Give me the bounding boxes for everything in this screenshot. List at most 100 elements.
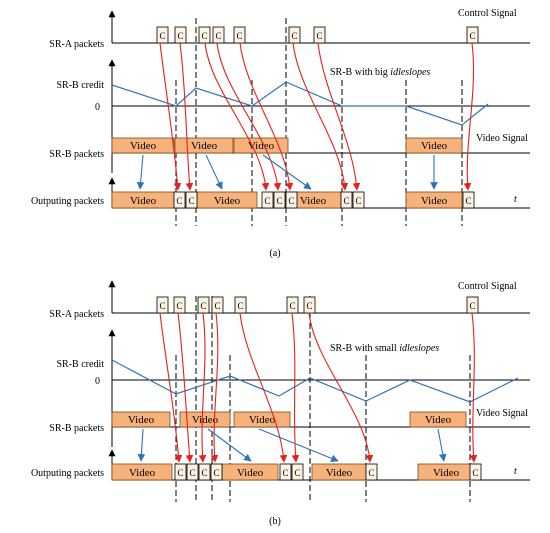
output-control-packet	[365, 463, 378, 481]
packet-c-label: C	[294, 468, 300, 478]
packet-c-label: C	[201, 468, 207, 478]
red-forward-arrow	[469, 312, 478, 463]
t-label: t	[514, 194, 517, 205]
packet-c-label: C	[159, 31, 165, 41]
output-control-packet	[462, 191, 475, 209]
sr-a-packets-label: SR-A packets	[49, 309, 104, 320]
video-label: Video	[191, 140, 218, 152]
panel-caption: (b)	[269, 516, 281, 527]
red-forward-arrow	[239, 312, 288, 463]
red-forward-arrow	[210, 312, 219, 463]
video-label: Video	[421, 195, 448, 207]
packet-c-label: C	[291, 31, 297, 41]
output-control-packet	[279, 463, 292, 481]
video-label: Video	[421, 140, 448, 152]
video-label: Video	[237, 467, 264, 479]
sr-a-control-packet	[156, 296, 169, 314]
annotation-term: idleslopes	[390, 67, 430, 78]
zero-label: 0	[95, 376, 100, 387]
output-control-packet	[469, 463, 482, 481]
output-control-packet	[186, 463, 199, 481]
packet-c-label: C	[177, 468, 183, 478]
red-forward-arrow	[204, 42, 270, 191]
packet-c-label: C	[343, 196, 349, 206]
control-signal-label: Control Signal	[458, 8, 517, 19]
sr-b-video-packet	[174, 137, 234, 154]
video-label: Video	[300, 195, 327, 207]
control-signal-label: Control Signal	[458, 281, 517, 292]
red-forward-arrow	[179, 42, 194, 191]
output-control-packet	[340, 191, 353, 209]
sr-b-video-packet	[409, 411, 467, 428]
packet-c-label: C	[368, 468, 374, 478]
sr-a-control-packet	[313, 26, 326, 44]
sr-a-control-packet	[156, 26, 169, 44]
packet-c-label: C	[176, 196, 182, 206]
packet-c-label: C	[289, 301, 295, 311]
packet-c-label: C	[264, 196, 270, 206]
red-forward-arrow	[291, 312, 300, 463]
packet-c-label: C	[306, 301, 312, 311]
sr-a-control-packet	[211, 296, 224, 314]
packet-c-label: C	[214, 301, 220, 311]
packet-c-label: C	[237, 301, 243, 311]
blue-forward-arrow	[205, 154, 223, 190]
sr-b-packets-label: SR-B packets	[49, 423, 104, 434]
outputing-packets-label: Outputing packets	[31, 468, 104, 479]
video-signal-label: Video Signal	[476, 408, 528, 419]
packet-c-label: C	[236, 31, 242, 41]
video-label: Video	[326, 467, 353, 479]
output-video-packet	[405, 191, 463, 209]
output-control-packet	[173, 191, 186, 209]
sr-a-control-packet	[173, 296, 186, 314]
output-control-packet	[352, 191, 365, 209]
packet-c-label: C	[177, 31, 183, 41]
sr-a-control-packet	[198, 26, 211, 44]
packet-c-label: C	[276, 196, 282, 206]
sr-b-credit-label: SR-B credit	[57, 80, 105, 91]
packet-c-label: C	[316, 31, 322, 41]
blue-forward-arrow	[136, 154, 145, 190]
video-label: Video	[425, 414, 452, 426]
zero-label: 0	[95, 102, 100, 113]
video-label: Video	[433, 467, 460, 479]
red-forward-arrow	[159, 42, 182, 191]
sr-b-credit-label: SR-B credit	[57, 359, 105, 370]
packet-c-label: C	[288, 196, 294, 206]
packet-c-label: C	[213, 468, 219, 478]
packet-c-label: C	[201, 31, 207, 41]
red-forward-arrow	[216, 42, 282, 191]
sr-b-credit-curve	[111, 81, 489, 126]
output-control-packet	[273, 191, 286, 209]
sr-b-credit-curve	[111, 359, 519, 403]
blue-forward-arrow	[207, 428, 252, 462]
blue-forward-arrow	[258, 428, 339, 462]
sr-b-video-packet	[111, 137, 175, 154]
red-forward-arrow	[177, 312, 194, 463]
packet-c-label: C	[188, 196, 194, 206]
packet-c-label: C	[176, 301, 182, 311]
sr-a-control-packet	[233, 26, 246, 44]
sr-a-control-packet	[212, 26, 225, 44]
packet-c-label: C	[465, 196, 471, 206]
annotation-term: idleslopes	[399, 343, 439, 354]
video-label: Video	[130, 195, 157, 207]
blue-forward-arrow	[137, 428, 146, 462]
packet-c-label: C	[200, 301, 206, 311]
video-label: Video	[128, 414, 155, 426]
sr-a-packets-label: SR-A packets	[49, 39, 104, 50]
red-forward-arrow	[159, 312, 183, 463]
packet-c-label: C	[469, 301, 475, 311]
panel-caption: (a)	[269, 248, 280, 259]
idleslope-annotation: SR-B with small idleslopes	[330, 343, 439, 354]
video-label: Video	[249, 414, 276, 426]
packet-c-label: C	[215, 31, 221, 41]
red-forward-arrow	[317, 42, 361, 191]
red-forward-arrow	[308, 312, 374, 463]
sr-b-video-packet	[405, 137, 463, 154]
packet-c-label: C	[355, 196, 361, 206]
output-control-packet	[174, 463, 187, 481]
outputing-packets-label: Outputing packets	[31, 196, 104, 207]
